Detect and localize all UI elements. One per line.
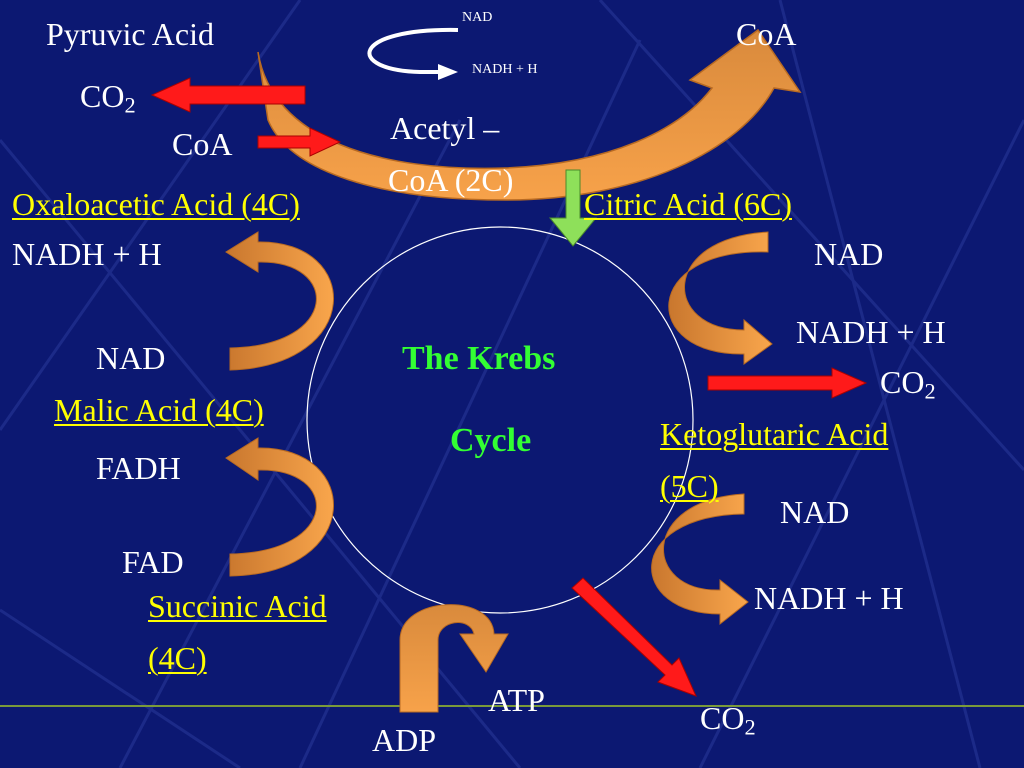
citric-nad-arrow	[668, 231, 773, 365]
ketoglutaric-nad-arrow	[651, 493, 749, 626]
co2-bottom-label: CO2	[700, 700, 756, 740]
krebs-title-line1: The Krebs	[402, 340, 556, 377]
succinic-acid-label-line1: Succinic Acid	[148, 588, 327, 624]
pyruvate-to-coa-arrow	[257, 28, 802, 201]
red-arrows	[150, 77, 868, 697]
co2-release-arrow-right	[707, 367, 868, 399]
malic-acid-label: Malic Acid (4C)	[54, 392, 264, 428]
succinic-fad-arrow	[225, 437, 334, 577]
nad-right-2: NAD	[780, 494, 850, 530]
adp-label: ADP	[372, 722, 437, 758]
pyruvic-acid-label: Pyruvic Acid	[46, 16, 214, 52]
atp-label: ATP	[488, 682, 545, 718]
co2-top-label: CO2	[80, 78, 136, 118]
nad-arrowhead	[438, 64, 458, 80]
fad-left: FAD	[122, 544, 184, 580]
acetyl-coa-entry-arrow	[548, 169, 598, 247]
coa-input-label: CoA	[172, 126, 233, 162]
nadh-right-1: NADH + H	[796, 314, 946, 350]
co2-right-label: CO2	[880, 364, 936, 404]
malic-nad-arrow	[225, 231, 334, 371]
nadh-right-2: NADH + H	[754, 580, 904, 616]
ketoglutaric-acid-label-line1: Ketoglutaric Acid	[660, 416, 889, 452]
acetyl-coa-line1: Acetyl –	[390, 110, 500, 146]
nad-left: NAD	[96, 340, 166, 376]
krebs-title-line2: Cycle	[450, 422, 532, 459]
adp-atp-arrow	[399, 604, 509, 713]
acetyl-coa-line2: CoA (2C)	[388, 162, 514, 198]
fadh-left: FADH	[96, 450, 181, 486]
nad-reduction-arrow	[367, 27, 459, 74]
citric-acid-label: Citric Acid (6C)	[584, 186, 792, 222]
co2-release-arrow-bottom	[571, 577, 697, 697]
oxaloacetic-acid-label: Oxaloacetic Acid (4C)	[12, 186, 300, 222]
nadh-left: NADH + H	[12, 236, 162, 272]
ketoglutaric-acid-label-line2: (5C)	[660, 468, 719, 504]
coa-product-label: CoA	[736, 16, 797, 52]
co2-release-arrow-top	[150, 77, 306, 113]
coa-entry-arrow	[257, 127, 342, 157]
nad-small-label: NAD	[462, 10, 493, 25]
krebs-cycle-circle	[306, 226, 694, 614]
nadh-small-label: NADH + H	[472, 62, 538, 77]
nad-right-1: NAD	[814, 236, 884, 272]
succinic-acid-label-line2: (4C)	[148, 640, 207, 676]
